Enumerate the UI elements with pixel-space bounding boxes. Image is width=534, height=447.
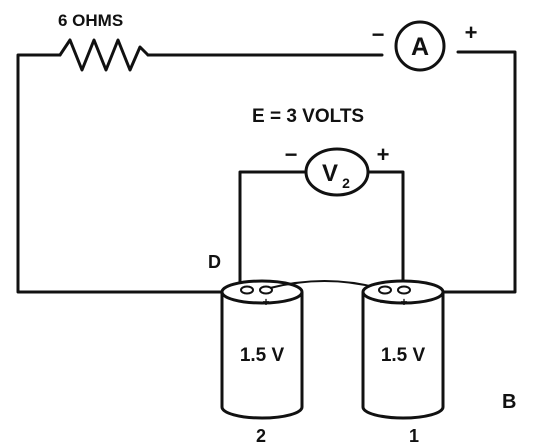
- voltmeter-positive-sign: +: [377, 142, 390, 167]
- cell-1-number: 1: [409, 426, 419, 446]
- cell-2-positive-sign: +: [262, 295, 269, 309]
- point-b-label: B: [502, 391, 516, 413]
- ammeter-symbol: A: [411, 33, 429, 61]
- cell-1-negative-terminal: [378, 285, 392, 295]
- ammeter-negative-sign: −: [372, 22, 385, 47]
- wire-right: [420, 50, 517, 294]
- cell-1-positive-terminal: [397, 285, 411, 295]
- voltmeter-wire-right: [366, 170, 405, 292]
- voltmeter: V 2 − +: [285, 142, 390, 197]
- ammeter-positive-sign: +: [465, 20, 478, 45]
- cell-2-negative-sign: −: [241, 295, 248, 309]
- ammeter: A − +: [372, 20, 478, 72]
- emf-label: E = 3 VOLTS: [252, 106, 364, 127]
- cell-2-negative-terminal: [240, 285, 254, 295]
- resistor-zigzag: [58, 38, 150, 72]
- cell-1-voltage: 1.5 V: [381, 345, 426, 366]
- cell-1-negative-sign: −: [379, 295, 386, 309]
- voltmeter-subscript: 2: [342, 175, 350, 191]
- cell-1-positive-sign: +: [400, 295, 407, 309]
- cell-1: − + 1.5 V 1: [361, 279, 445, 446]
- voltmeter-negative-sign: −: [285, 142, 298, 167]
- resistor-label: 6 OHMS: [58, 11, 123, 30]
- voltmeter-wire-left: [238, 170, 307, 292]
- point-d-label: D: [208, 252, 221, 272]
- cell-2-positive-terminal: [259, 285, 273, 295]
- cell-2-voltage: 1.5 V: [240, 345, 285, 366]
- cell-2-number: 2: [256, 426, 266, 446]
- voltmeter-symbol: V: [322, 160, 338, 187]
- cell-connector-wire: [269, 280, 379, 289]
- wire-top-left: [16, 53, 240, 294]
- cell-2: − + 1.5 V 2: [220, 279, 304, 446]
